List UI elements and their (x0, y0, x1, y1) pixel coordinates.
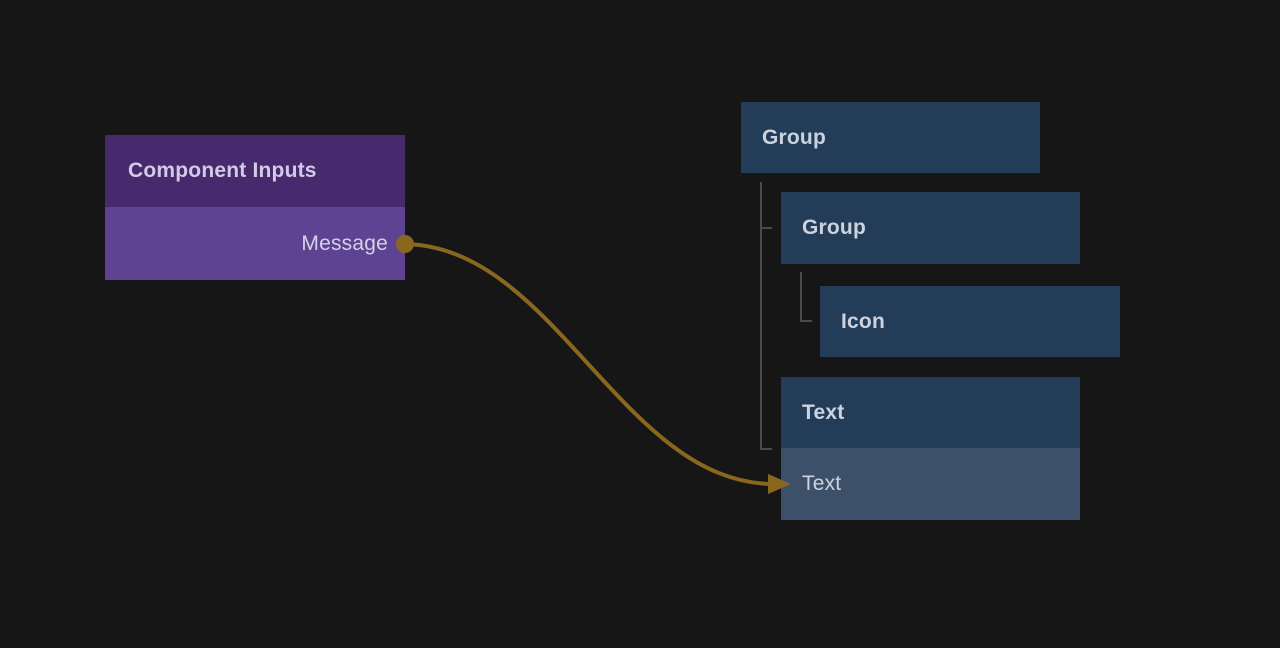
layer-node-group-nested-label: Group (802, 216, 866, 239)
message-output-row[interactable]: Message (105, 207, 405, 280)
message-output-label: Message (301, 231, 388, 255)
layer-node-icon-label: Icon (841, 309, 885, 333)
layer-node-group-nested[interactable]: Group (781, 192, 1080, 264)
layer-node-group-root[interactable]: Group (741, 102, 1040, 173)
connection-wire[interactable] (404, 242, 773, 486)
component-inputs-title: Component Inputs (128, 159, 317, 182)
text-property-row-label: Text (802, 472, 842, 495)
layer-node-text-label: Text (802, 400, 845, 424)
component-inputs-node[interactable]: Component Inputs Message (105, 135, 405, 280)
component-inputs-header[interactable]: Component Inputs (105, 135, 405, 207)
text-property-row-highlighted[interactable]: Text (781, 448, 1080, 520)
tree-line-tick-group (760, 227, 772, 229)
tree-line-vertical-icon (800, 272, 802, 322)
layer-node-icon[interactable]: Icon (820, 286, 1120, 357)
tree-line-tick-icon (800, 320, 812, 322)
layer-node-group-root-label: Group (762, 125, 826, 149)
tree-line-vertical-root (760, 182, 762, 450)
layer-node-text-header[interactable]: Text (781, 377, 1080, 448)
tree-line-tick-text (760, 448, 772, 450)
layer-node-text[interactable]: Text Text (781, 377, 1080, 520)
message-output-port[interactable] (396, 235, 414, 253)
